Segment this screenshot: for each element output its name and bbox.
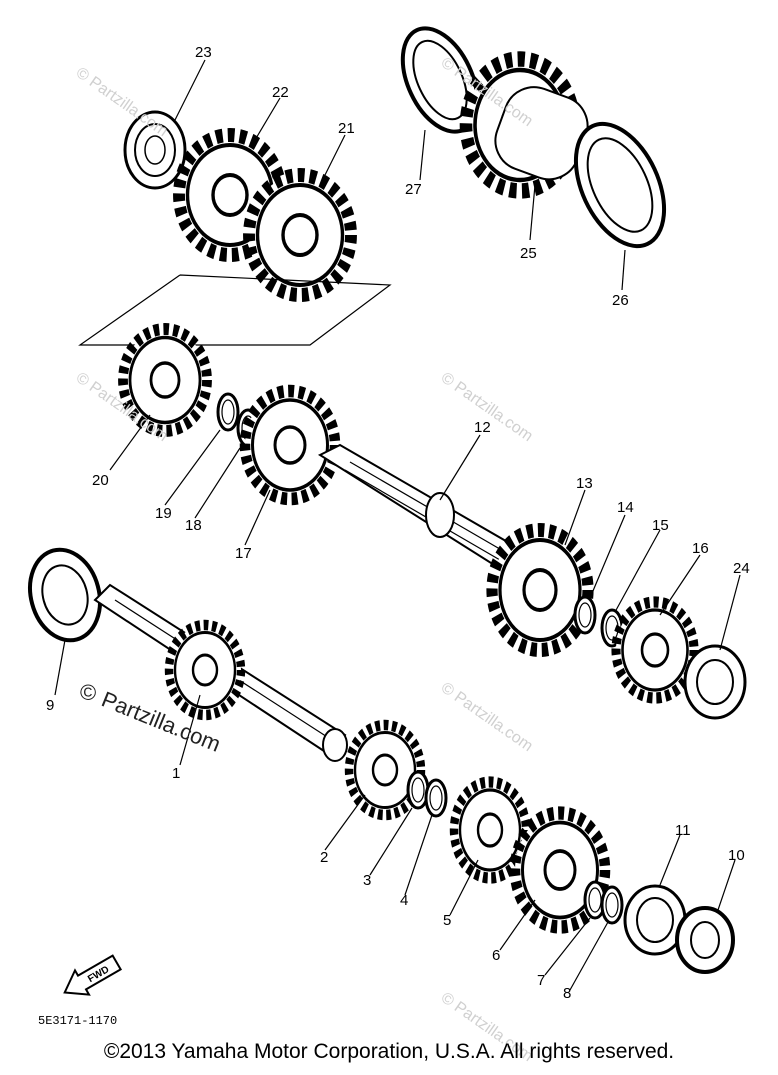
callout-16: 16 bbox=[692, 540, 709, 557]
svg-text:© Partzilla.com: © Partzilla.com bbox=[73, 64, 171, 140]
circlip-8 bbox=[600, 885, 624, 925]
callout-17: 17 bbox=[235, 545, 252, 562]
leader-lines bbox=[54, 59, 741, 991]
bearing-24 bbox=[683, 644, 747, 720]
bearing-23 bbox=[123, 110, 187, 190]
washer-14 bbox=[573, 595, 597, 635]
callout-6: 6 bbox=[492, 947, 500, 964]
callout-7: 7 bbox=[537, 972, 545, 989]
gear-21 bbox=[249, 175, 351, 295]
callout-10: 10 bbox=[728, 847, 745, 864]
callout-12: 12 bbox=[474, 419, 491, 436]
diagram-code: 5E3171-1170 bbox=[38, 1014, 117, 1028]
main-axle-1-gear bbox=[169, 625, 241, 715]
callout-9: 9 bbox=[46, 697, 54, 714]
callout-19: 19 bbox=[155, 505, 172, 522]
watermark-large-symbol: © bbox=[80, 680, 96, 705]
callout-15: 15 bbox=[652, 517, 669, 534]
bearing-11 bbox=[623, 884, 687, 956]
main-axle-1-end bbox=[322, 728, 348, 762]
circlip-4 bbox=[424, 778, 448, 818]
gear-13 bbox=[492, 530, 588, 650]
gear-16 bbox=[616, 602, 694, 698]
callout-11: 11 bbox=[675, 822, 691, 839]
gear-5 bbox=[454, 782, 526, 878]
svg-text:© Partzilla.com: © Partzilla.com bbox=[438, 679, 536, 755]
callout-1: 1 bbox=[172, 765, 180, 782]
washer-19 bbox=[216, 392, 240, 432]
copyright-notice: ©2013 Yamaha Motor Corporation, U.S.A. A… bbox=[103, 1040, 675, 1063]
callout-14: 14 bbox=[617, 499, 634, 516]
callout-8: 8 bbox=[563, 985, 571, 1002]
callout-3: 3 bbox=[363, 872, 371, 889]
axle-12-collar bbox=[425, 492, 455, 538]
oil-seal-10 bbox=[675, 906, 735, 974]
callout-21: 21 bbox=[338, 120, 355, 137]
callout-4: 4 bbox=[400, 892, 408, 909]
bearing-9 bbox=[28, 547, 102, 643]
axle-12 bbox=[317, 443, 532, 577]
callout-18: 18 bbox=[185, 517, 202, 534]
callout-13: 13 bbox=[576, 475, 593, 492]
callout-22: 22 bbox=[272, 84, 289, 101]
callout-26: 26 bbox=[612, 292, 629, 309]
callout-23: 23 bbox=[195, 44, 212, 61]
callout-2: 2 bbox=[320, 849, 328, 866]
callout-20: 20 bbox=[92, 472, 109, 489]
gear-17 bbox=[245, 391, 335, 499]
callout-25: 25 bbox=[520, 245, 537, 262]
callout-5: 5 bbox=[443, 912, 451, 929]
bearing-26 bbox=[573, 121, 667, 249]
callout-27: 27 bbox=[405, 181, 422, 198]
fwd-arrow-icon: FWD bbox=[63, 954, 123, 996]
callout-24: 24 bbox=[733, 560, 750, 577]
bearing-27 bbox=[400, 26, 480, 134]
group-outline bbox=[78, 274, 392, 346]
